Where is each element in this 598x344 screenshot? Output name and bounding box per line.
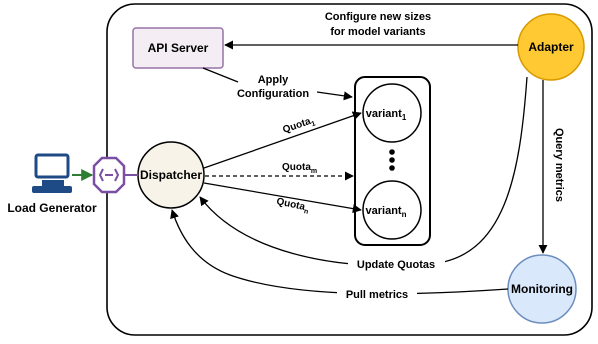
- quota-n-arrow: [203, 182, 362, 214]
- adapter-label: Adapter: [528, 40, 574, 54]
- apply-label-1: Apply: [258, 74, 289, 86]
- quota-n-label: Quotan: [275, 196, 310, 216]
- api-server-label: API Server: [148, 41, 209, 55]
- gateway-icon: [92, 156, 126, 194]
- variant-1-node: [362, 83, 422, 143]
- update-quotas-label: Update Quotas: [357, 259, 435, 271]
- configure-label-1: Configure new sizes: [325, 11, 431, 23]
- load-generator-label: Load Generator: [7, 201, 97, 215]
- api-server-node: [132, 27, 224, 69]
- apply-config-arrow: [202, 67, 352, 97]
- query-metrics-label: Query metrics: [553, 128, 565, 202]
- quota-m-label: Quotam: [282, 162, 317, 175]
- variant-n-label: variantn: [366, 205, 407, 219]
- ellipsis-dot-1: [389, 149, 395, 155]
- pull-metrics-arrow: [170, 209, 509, 295]
- configure-label-2: for model variants: [330, 26, 425, 38]
- adapter-node: [517, 13, 585, 81]
- variant-1-label: variant1: [366, 108, 407, 122]
- ellipsis-dot-2: [389, 157, 395, 163]
- monitoring-label: Monitoring: [511, 282, 573, 296]
- quota-1-arrow: [203, 111, 362, 169]
- laptop-icon: [32, 153, 72, 193]
- pull-metrics-label: Pull metrics: [346, 289, 408, 301]
- dispatcher-label: Dispatcher: [140, 168, 202, 182]
- ellipsis-dot-3: [389, 165, 395, 171]
- apply-label-2: Configuration: [237, 88, 309, 100]
- variant-n-node: [362, 180, 422, 240]
